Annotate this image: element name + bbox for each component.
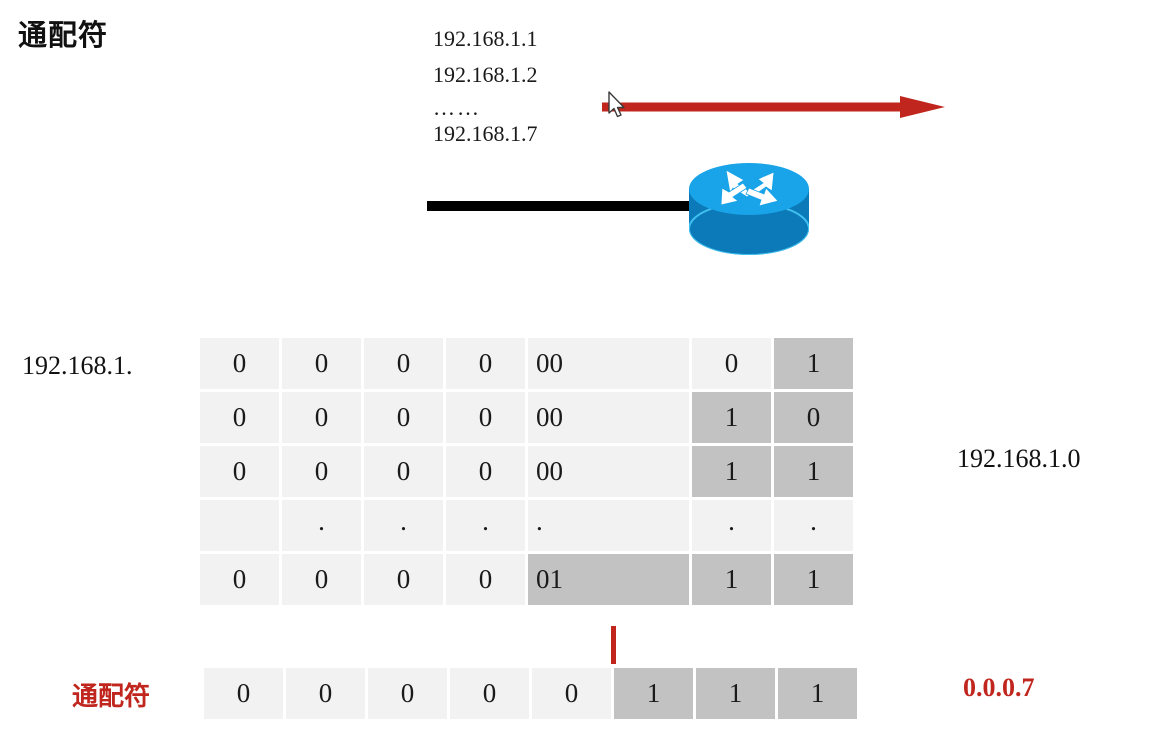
bit-cell-host: 1 xyxy=(696,668,775,719)
bit-cell-host: 1 xyxy=(774,338,853,389)
ip-list-item: 192.168.1.1 xyxy=(433,26,538,51)
table-row-ellipsis: . . . . . . xyxy=(200,500,857,551)
red-right-arrow-icon xyxy=(600,94,945,120)
bit-cell: 0 xyxy=(450,668,529,719)
bit-cell: 0 xyxy=(282,338,361,389)
bit-cell: 0 xyxy=(364,446,443,497)
wildcard-row-label: 通配符 xyxy=(72,682,151,712)
bit-cell-merged-host: 01 xyxy=(528,554,689,605)
table-row: 0 0 0 0 0 1 1 1 xyxy=(204,668,858,719)
table-row: 0 0 0 0 00 1 1 xyxy=(200,446,857,497)
bit-cell-host: 1 xyxy=(614,668,693,719)
ip-list-item: 192.168.1.2 xyxy=(433,62,538,87)
network-address-label: 192.168.1.0 xyxy=(957,444,1081,473)
bit-cell-host: 0 xyxy=(774,392,853,443)
router-icon xyxy=(686,158,812,260)
bit-cell: . xyxy=(364,500,443,551)
bit-cell-host: 1 xyxy=(774,446,853,497)
bit-cell: 0 xyxy=(282,392,361,443)
bit-cell: . xyxy=(282,500,361,551)
bit-cell-host: 1 xyxy=(774,554,853,605)
bit-cell: 0 xyxy=(282,446,361,497)
ip-list-item: 192.168.1.7 xyxy=(433,121,538,147)
bit-cell: 0 xyxy=(204,668,283,719)
bit-cell-host: 1 xyxy=(692,392,771,443)
bit-cell xyxy=(200,500,279,551)
bit-cell-merged: 00 xyxy=(528,392,689,443)
bit-cell-host: 1 xyxy=(692,554,771,605)
bit-cell: 0 xyxy=(200,554,279,605)
bit-cell: 0 xyxy=(364,392,443,443)
row-prefix-label: 192.168.1. xyxy=(22,351,133,380)
bit-cell: 0 xyxy=(532,668,611,719)
wildcard-value-label: 0.0.0.7 xyxy=(963,673,1035,702)
table-row: 0 0 0 0 00 0 1 xyxy=(200,338,857,389)
ip-address-list: 192.168.1.1 192.168.1.2 …… 192.168.1.7 xyxy=(433,28,653,145)
mouse-pointer-icon xyxy=(608,91,628,121)
bit-cell: . xyxy=(774,500,853,551)
bit-cell: . xyxy=(692,500,771,551)
bit-cell: . xyxy=(446,500,525,551)
ip-list-ellipsis: …… xyxy=(433,95,481,120)
binary-address-table: 0 0 0 0 00 0 1 0 0 0 0 00 1 0 0 0 0 0 00… xyxy=(200,338,857,605)
bit-cell: 0 xyxy=(446,392,525,443)
bit-cell: 0 xyxy=(286,668,365,719)
bit-cell: 0 xyxy=(200,338,279,389)
page-title: 通配符 xyxy=(18,18,109,52)
bit-cell: 0 xyxy=(446,446,525,497)
bit-cell: 0 xyxy=(446,338,525,389)
bit-cell: 0 xyxy=(692,338,771,389)
bit-cell-merged: . xyxy=(528,500,689,551)
bit-cell: 0 xyxy=(446,554,525,605)
bit-cell: 0 xyxy=(368,668,447,719)
bit-cell-host: 1 xyxy=(692,446,771,497)
bit-cell: 0 xyxy=(282,554,361,605)
network-link-line xyxy=(427,201,702,211)
wildcard-mask-table: 0 0 0 0 0 1 1 1 xyxy=(204,668,858,719)
bit-cell-merged: 00 xyxy=(528,338,689,389)
boundary-tick-marker xyxy=(611,626,616,664)
bit-cell-host: 1 xyxy=(778,668,857,719)
table-row: 0 0 0 0 01 1 1 xyxy=(200,554,857,605)
bit-cell: 0 xyxy=(200,392,279,443)
bit-cell-merged: 00 xyxy=(528,446,689,497)
bit-cell: 0 xyxy=(364,554,443,605)
table-row: 0 0 0 0 00 1 0 xyxy=(200,392,857,443)
bit-cell: 0 xyxy=(200,446,279,497)
bit-cell: 0 xyxy=(364,338,443,389)
